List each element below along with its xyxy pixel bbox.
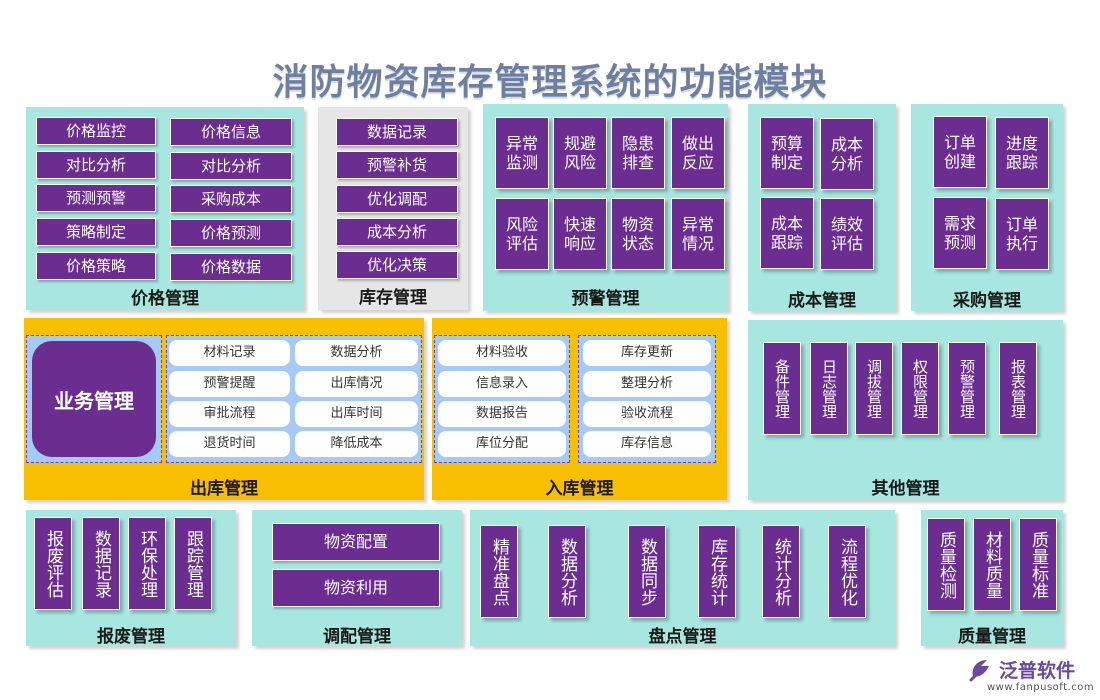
- inbound-item[interactable]: 整理分析: [583, 371, 711, 397]
- outbound-item[interactable]: 退货时间: [169, 431, 290, 457]
- cost-item[interactable]: 预算 制定: [760, 117, 814, 189]
- page-title: 消防物资库存管理系统的功能模块: [272, 62, 828, 103]
- price-label: 价格管理: [131, 289, 199, 309]
- outbound-panel: 业务管理 材料记录 数据分析 预警提醒 出库情况 审批流程 出库时间 退货时间 …: [24, 318, 424, 500]
- other-item[interactable]: 权限管理: [901, 342, 939, 435]
- purchase-item[interactable]: 进度 跟踪: [995, 117, 1049, 189]
- price-item[interactable]: 策略制定: [36, 218, 156, 246]
- scrap-item[interactable]: 环保处理: [128, 517, 166, 610]
- warn-item[interactable]: 隐患 排查: [611, 117, 665, 189]
- price-item[interactable]: 对比分析: [170, 152, 292, 180]
- price-panel: 价格监控 价格信息 对比分析 对比分析 预测预警 采购成本 策略制定 价格预测 …: [26, 107, 304, 310]
- inbound-panel: 材料验收 信息录入 数据报告 库位分配 库存更新 整理分析 验收流程 库存信息 …: [432, 318, 727, 500]
- quality-item[interactable]: 质量检测: [927, 518, 965, 611]
- alloc-item[interactable]: 物资利用: [272, 569, 440, 607]
- inbound-item[interactable]: 库存信息: [583, 431, 711, 457]
- price-item[interactable]: 价格信息: [170, 118, 292, 146]
- alloc-label: 调配管理: [323, 627, 391, 647]
- warn-item[interactable]: 物资 状态: [611, 198, 665, 270]
- inbound-item[interactable]: 库存更新: [583, 340, 711, 366]
- inbound-item[interactable]: 材料验收: [438, 340, 566, 366]
- warn-item[interactable]: 做出 反应: [671, 117, 725, 189]
- inventory-item[interactable]: 统计分析: [762, 525, 800, 618]
- inventory-item[interactable]: 数据同步: [628, 525, 666, 618]
- outbound-item[interactable]: 材料记录: [169, 340, 290, 366]
- inventory-label: 盘点管理: [648, 627, 717, 647]
- warn-item[interactable]: 快速 响应: [553, 198, 607, 270]
- warn-label: 预警管理: [571, 289, 640, 309]
- stock-item[interactable]: 成本分析: [336, 218, 458, 246]
- price-item[interactable]: 价格预测: [170, 219, 292, 247]
- warn-item[interactable]: 风险 评估: [495, 198, 549, 270]
- alloc-panel: 物资配置 物资利用 调配管理: [252, 510, 462, 647]
- stock-item[interactable]: 数据记录: [336, 118, 458, 146]
- quality-label: 质量管理: [958, 627, 1026, 647]
- logo-url: www.fanpusoft.com: [987, 682, 1095, 693]
- inbound-label: 入库管理: [545, 479, 614, 499]
- warn-item[interactable]: 异常 情况: [671, 198, 725, 270]
- other-label: 其他管理: [871, 479, 940, 499]
- stock-item[interactable]: 预警补货: [336, 151, 458, 179]
- price-item[interactable]: 价格策略: [36, 252, 156, 280]
- scrap-item[interactable]: 数据记录: [82, 517, 120, 610]
- quality-item[interactable]: 质量标准: [1019, 518, 1057, 611]
- warn-panel: 异常 监测 规避 风险 隐患 排查 做出 反应 风险 评估 快速 响应 物资 状…: [483, 104, 728, 311]
- other-panel: 备件管理 日志管理 调拔管理 权限管理 预警管理 报表管理 其他管理: [748, 320, 1063, 500]
- inventory-item[interactable]: 数据分析: [548, 525, 586, 618]
- outbound-item[interactable]: 数据分析: [295, 340, 418, 366]
- logo-name: 泛普软件: [999, 660, 1076, 682]
- inbound-item[interactable]: 数据报告: [438, 401, 566, 427]
- inventory-panel: 精准盘点 数据分析 数据同步 库存统计 统计分析 流程优化 盘点管理: [470, 510, 895, 647]
- cost-item[interactable]: 成本 分析: [820, 118, 874, 190]
- cost-item[interactable]: 成本 跟踪: [760, 197, 814, 269]
- outbound-item[interactable]: 降低成本: [295, 431, 418, 457]
- warn-item[interactable]: 规避 风险: [553, 117, 607, 189]
- inbound-item[interactable]: 库位分配: [438, 431, 566, 457]
- cost-panel: 预算 制定 成本 分析 成本 跟踪 绩效 评估 成本管理: [748, 104, 896, 311]
- outbound-item[interactable]: 预警提醒: [169, 371, 290, 397]
- quality-item[interactable]: 材料质量: [973, 518, 1011, 611]
- scrap-panel: 报废评估 数据记录 环保处理 跟踪管理 报废管理: [26, 510, 236, 647]
- price-item[interactable]: 采购成本: [170, 185, 292, 213]
- other-item[interactable]: 调拔管理: [855, 342, 893, 435]
- alloc-item[interactable]: 物资配置: [272, 523, 440, 561]
- price-item[interactable]: 对比分析: [36, 151, 156, 179]
- inbound-item[interactable]: 验收流程: [583, 401, 711, 427]
- inventory-item[interactable]: 流程优化: [828, 525, 866, 618]
- cost-label: 成本管理: [788, 291, 856, 311]
- outbound-biz-button[interactable]: 业务管理: [32, 341, 156, 457]
- price-item[interactable]: 预测预警: [36, 184, 156, 212]
- outbound-item[interactable]: 出库情况: [295, 371, 418, 397]
- warn-item[interactable]: 异常 监测: [495, 117, 549, 189]
- scrap-item[interactable]: 跟踪管理: [174, 517, 212, 610]
- purchase-panel: 订单 创建 进度 跟踪 需求 预测 订单 执行 采购管理: [911, 104, 1063, 311]
- inventory-item[interactable]: 精准盘点: [480, 525, 518, 618]
- outbound-item[interactable]: 审批流程: [169, 401, 290, 427]
- purchase-label: 采购管理: [953, 291, 1021, 311]
- stock-label: 库存管理: [359, 288, 427, 308]
- other-item[interactable]: 预警管理: [948, 342, 986, 435]
- brand-logo: 泛普软件 www.fanpusoft.com: [965, 652, 1095, 696]
- stock-item[interactable]: 优化调配: [336, 185, 458, 213]
- stock-panel: 数据记录 预警补货 优化调配 成本分析 优化决策 库存管理: [318, 107, 468, 310]
- outbound-item[interactable]: 出库时间: [295, 401, 418, 427]
- purchase-item[interactable]: 需求 预测: [933, 197, 987, 269]
- other-item[interactable]: 备件管理: [763, 342, 801, 435]
- scrap-item[interactable]: 报废评估: [34, 517, 72, 610]
- logo-icon: [969, 660, 989, 682]
- purchase-item[interactable]: 订单 创建: [933, 116, 987, 188]
- cost-item[interactable]: 绩效 评估: [820, 198, 874, 270]
- price-item[interactable]: 价格数据: [170, 253, 292, 281]
- stock-item[interactable]: 优化决策: [336, 251, 458, 279]
- inventory-item[interactable]: 库存统计: [698, 525, 736, 618]
- purchase-item[interactable]: 订单 执行: [995, 198, 1049, 270]
- inbound-item[interactable]: 信息录入: [438, 371, 566, 397]
- outbound-label: 出库管理: [190, 479, 258, 499]
- other-item[interactable]: 报表管理: [999, 342, 1037, 435]
- quality-panel: 质量检测 材料质量 质量标准 质量管理: [921, 510, 1063, 647]
- price-item[interactable]: 价格监控: [36, 117, 156, 145]
- scrap-label: 报废管理: [97, 627, 165, 647]
- other-item[interactable]: 日志管理: [810, 342, 848, 435]
